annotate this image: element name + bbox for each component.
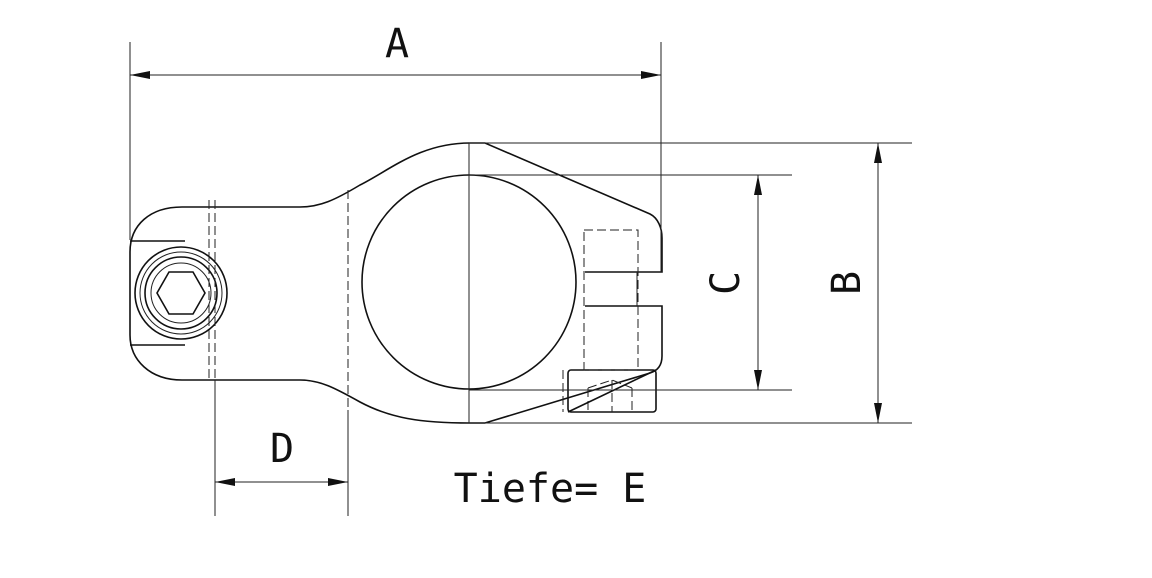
dimension-d-label: D: [270, 426, 294, 472]
hex-icon: [156, 271, 206, 315]
dimension-c: C: [469, 174, 792, 391]
dimension-c-label: C: [703, 271, 749, 295]
depth-note: Tiefe= E: [454, 466, 647, 512]
clamp-screw: [562, 229, 657, 413]
hex-socket-nut: [130, 240, 228, 346]
dimension-b: B: [469, 142, 912, 424]
dimension-d: D: [214, 380, 349, 516]
dimension-a: A: [129, 21, 662, 272]
dimension-b-label: B: [824, 271, 870, 295]
dimension-a-label: A: [385, 21, 409, 67]
